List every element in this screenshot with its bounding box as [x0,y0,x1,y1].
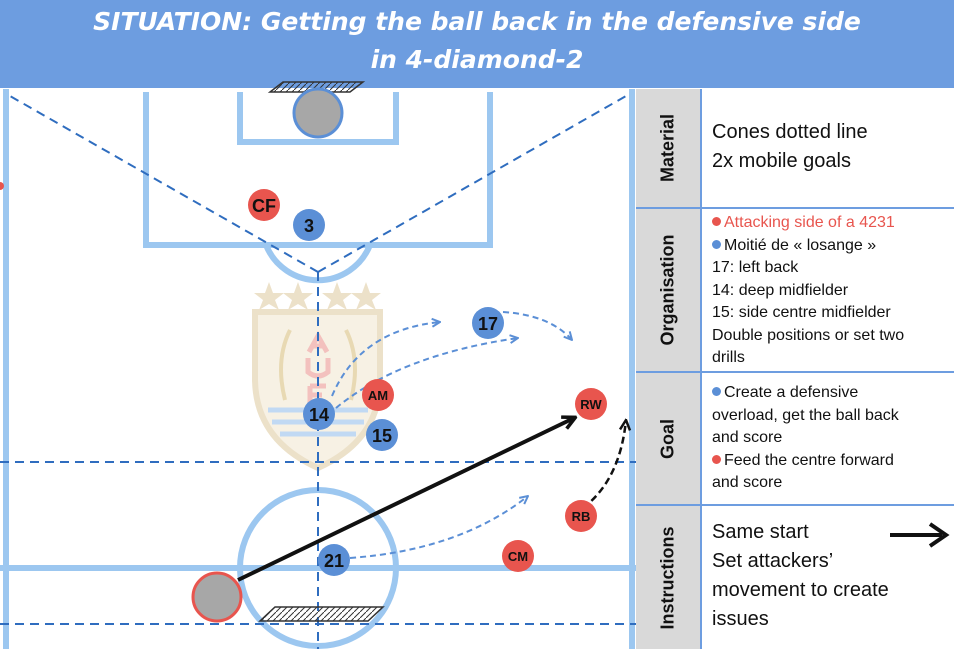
top-goal [267,81,366,93]
player-am: AM [362,379,394,411]
player-21-label: 21 [324,551,344,571]
player-cm-label: CM [508,549,528,564]
instructions-label: Instructions [657,525,678,630]
goal-label-cell: Goal [636,373,702,504]
goal-label: Goal [657,418,678,459]
organisation-line-7: drills [712,349,745,366]
organisation-line-4: 14: deep midfielder [712,281,849,299]
player-3: 3 [293,209,325,241]
material-label: Material [657,113,678,183]
goal-line-4: Feed the centre forward [724,451,894,469]
blue-bullet-icon [712,387,721,396]
player-14-label: 14 [309,405,329,425]
title-line-1: SITUATION: Getting the ball back in the … [93,7,861,36]
goal-row: Goal Create a defensive overload, get th… [636,371,954,504]
organisation-label-cell: Organisation [636,209,702,371]
blue-bullet-icon [712,239,721,249]
instructions-label-cell: Instructions [636,506,702,649]
instructions-line-2: Set attackers’ [712,550,834,572]
edge-marker [0,182,4,190]
organisation-line-5: 15: side centre midfielder [712,304,891,321]
material-label-cell: Material [636,89,702,207]
goal-line-1: Create a defensive [724,384,859,401]
instructions-line-3: movement to create [712,579,889,601]
player-cf: CF [248,189,280,221]
player-rb-label: RB [572,509,591,524]
player-21: 21 [318,544,350,576]
top-start-cone [292,87,344,139]
rb-run-arrow [582,420,626,509]
red-bullet-icon [712,217,721,226]
player-am-label: AM [368,388,388,403]
player-rw: RW [575,388,607,420]
title-line-2: in 4-diamond-2 [370,45,584,74]
instructions-line-4: issues [712,608,769,630]
instructions-row: Instructions Same start Set attackers’ m… [636,504,954,649]
goal-line-5: and score [712,474,783,491]
bottom-start-cone [191,571,243,623]
material-line-1: Cones dotted line [712,121,868,143]
organisation-line-6: Double positions or set two [712,326,905,344]
instructions-line-1: Same start [712,521,809,543]
player-14: 14 [303,398,335,430]
bottom-goal [258,606,385,622]
goal-line-2: overload, get the ball back [712,406,899,424]
header-banner: SITUATION: Getting the ball back in the … [0,0,954,88]
organisation-label: Organisation [657,234,678,346]
player-rw-label: RW [580,397,602,412]
right-arrow-icon [890,522,950,548]
player-15-label: 15 [372,426,392,446]
material-line-2: 2x mobile goals [712,150,851,172]
player-cm: CM [502,540,534,572]
player-17: 17 [472,307,504,339]
red-bullet-icon [712,454,721,464]
player-15: 15 [366,419,398,451]
cone-dotted-lines [0,95,636,649]
player-cf-label: CF [252,196,276,216]
movement-arrows [331,311,572,559]
info-panel: Material Cones dotted line 2x mobile goa… [636,89,954,649]
pitch-diagram: CF 3 17 AM 14 15 RW RB 21 CM [0,81,636,649]
goal-line-3: and score [712,429,783,446]
player-rb: RB [565,500,597,532]
organisation-line-1: Attacking side of a 4231 [724,214,895,231]
organisation-line-2: Moitié de « losange » [724,236,877,254]
player-3-label: 3 [304,216,314,236]
player-17-label: 17 [478,314,498,334]
pass-arrow [237,418,574,582]
organisation-row: Organisation Attacking side of a 4231 Mo… [636,207,954,371]
organisation-line-3: 17: left back [712,259,799,276]
material-row: Material Cones dotted line 2x mobile goa… [636,89,954,207]
